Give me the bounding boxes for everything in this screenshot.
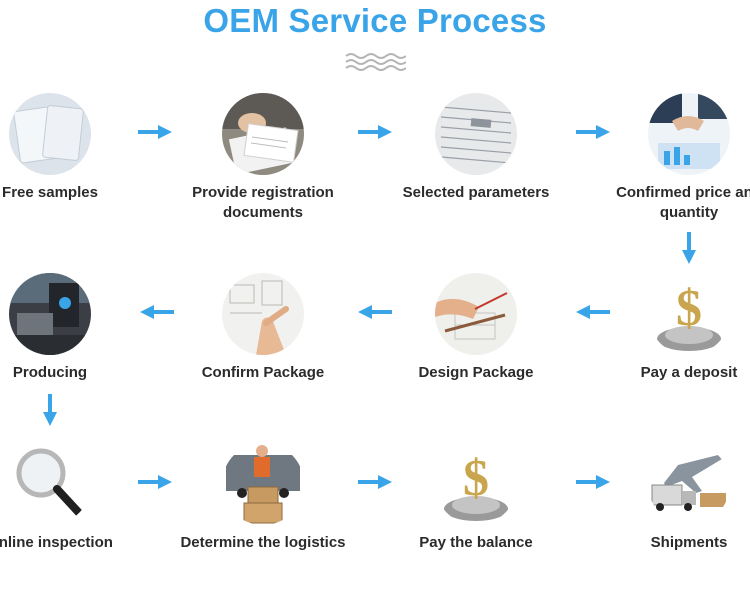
magnifier-icon [9, 443, 91, 525]
handshake-icon [648, 93, 730, 175]
arrow-right-icon [138, 475, 172, 489]
step-label: Producing [12, 364, 88, 381]
arrow-left-icon [140, 305, 174, 319]
documents-icon [222, 93, 304, 175]
arrow-right-icon [358, 125, 392, 139]
step-label: Provide registration documents [192, 184, 334, 221]
factory-machine-icon [9, 273, 91, 355]
step-label: Shipments [650, 534, 728, 551]
arrow-right-icon [576, 475, 610, 489]
wave-divider-icon [345, 53, 406, 71]
design-drawing-icon [435, 273, 517, 355]
arrow-right-icon [138, 125, 172, 139]
dollar-coins-icon: $ [435, 443, 517, 525]
svg-text:$: $ [676, 280, 702, 337]
sample-cards-icon [9, 93, 91, 175]
step-label: Free samples [2, 184, 98, 201]
airplane-cargo-icon [648, 443, 730, 525]
arrow-left-icon [358, 305, 392, 319]
arrow-down-icon [43, 394, 57, 426]
step-label: Pay a deposit [640, 364, 738, 381]
delivery-truck-icon [222, 443, 304, 525]
step-label: Determine the logistics [180, 534, 346, 551]
step-label: Pay the balance [419, 534, 533, 551]
confirm-drawing-icon [222, 273, 304, 355]
arrow-right-icon [358, 475, 392, 489]
arrow-left-icon [576, 305, 610, 319]
step-label: Selected parameters [402, 184, 550, 201]
step-label: Online inspection [0, 534, 113, 551]
svg-text:$: $ [463, 450, 489, 507]
step-label: Confirmed price and quantity [616, 184, 750, 221]
parameters-sheet-icon [435, 93, 517, 175]
step-label: Confirm Package [201, 364, 325, 381]
page-title: OEM Service Process [203, 2, 547, 39]
dollar-coins-icon: $ [648, 273, 730, 355]
arrow-right-icon [576, 125, 610, 139]
step-label: Design Package [418, 364, 534, 381]
arrow-down-icon [682, 232, 696, 264]
